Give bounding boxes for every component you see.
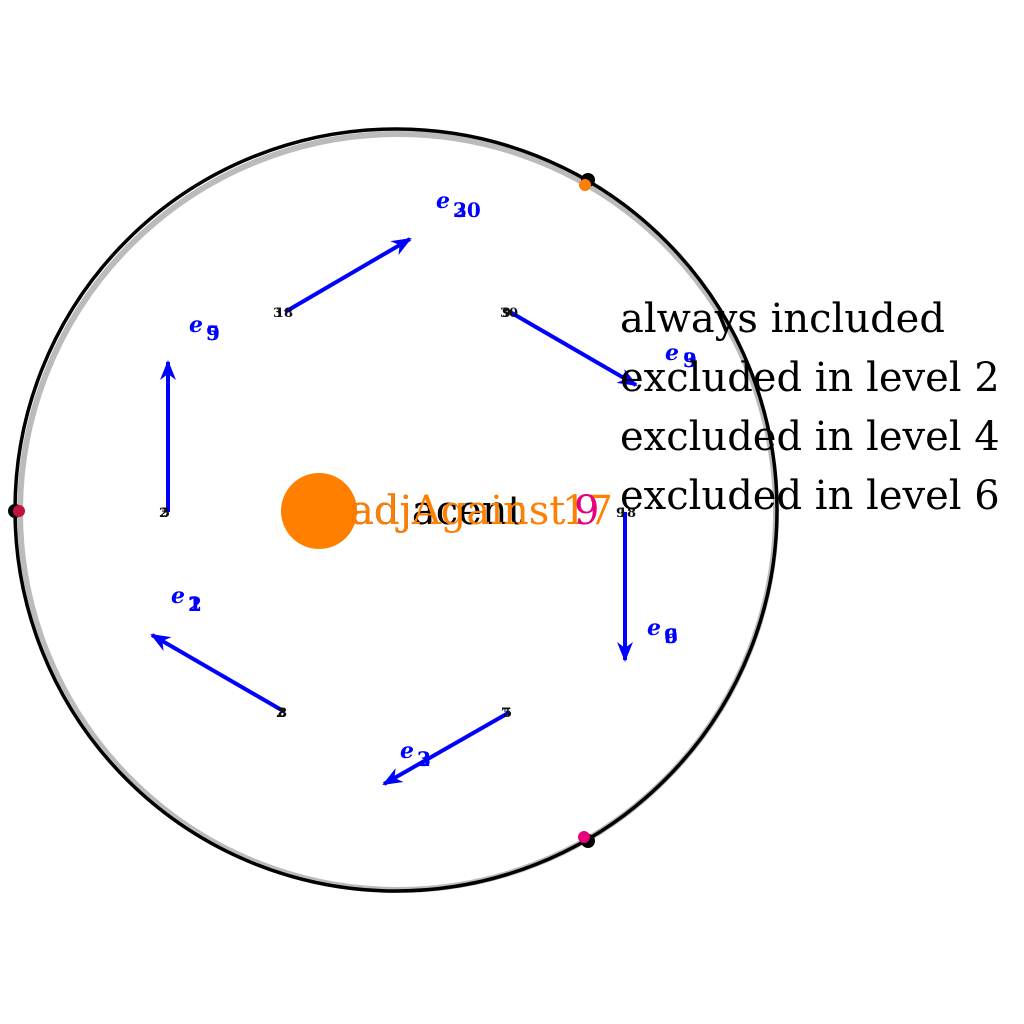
node-label-bottom-left: 2 8 bbox=[276, 706, 287, 721]
svg-text:3: 3 bbox=[273, 306, 282, 321]
edge-label-right: e 6 9 bbox=[647, 615, 678, 648]
svg-text:9: 9 bbox=[502, 306, 511, 321]
svg-text:2: 2 bbox=[188, 592, 202, 616]
center-label-number-pink: 9 bbox=[574, 488, 599, 534]
legend-item-excluded-level-6: excluded in level 6 bbox=[620, 473, 1000, 519]
svg-text:2: 2 bbox=[159, 506, 168, 521]
edge-label-top: e 3 20 bbox=[436, 188, 481, 222]
svg-text:3: 3 bbox=[683, 348, 697, 372]
svg-text:6: 6 bbox=[664, 624, 678, 648]
edge-label-bottom-left: e 1 2 bbox=[171, 583, 202, 616]
perimeter-marker-top-orange bbox=[579, 179, 591, 191]
center-label-adjagainst: adjAgainst bbox=[350, 488, 565, 534]
edge-arrow-bottom-left bbox=[150, 633, 287, 714]
edge-arrow-bottom-right bbox=[382, 710, 511, 786]
svg-text:18: 18 bbox=[275, 306, 293, 321]
svg-text:e: e bbox=[189, 312, 203, 338]
svg-text:9: 9 bbox=[206, 321, 220, 345]
perimeter-marker-left-crimson bbox=[13, 505, 25, 517]
svg-text:9: 9 bbox=[664, 624, 678, 648]
node-label-right: 9 18 bbox=[616, 506, 636, 521]
edge-label-top-right: e 3 9 bbox=[665, 340, 697, 372]
node-label-bottom-right: 7 5 bbox=[501, 706, 512, 721]
svg-text:20: 20 bbox=[453, 198, 481, 222]
node-label-left: 2 5 bbox=[159, 506, 170, 521]
center-node bbox=[281, 473, 357, 549]
perimeter-marker-bottom-pink bbox=[578, 831, 590, 843]
svg-text:e: e bbox=[436, 188, 450, 214]
node-label-top-left: 3 18 bbox=[273, 306, 293, 321]
center-label-number-orange: 17 bbox=[562, 488, 613, 534]
svg-text:1: 1 bbox=[188, 592, 202, 616]
svg-text:7: 7 bbox=[501, 706, 510, 721]
svg-text:18: 18 bbox=[618, 506, 636, 521]
svg-text:3: 3 bbox=[417, 747, 431, 771]
legend: always included excluded in level 2 excl… bbox=[620, 296, 1000, 519]
edge-label-bottom-right: e 2 3 bbox=[400, 738, 431, 771]
svg-text:5: 5 bbox=[206, 321, 220, 345]
legend-item-always-included: always included bbox=[620, 296, 945, 342]
edge-arrow-top bbox=[283, 237, 412, 314]
center-label-adjacent: adjacent bbox=[350, 488, 524, 534]
edge-label-left: e 9 5 bbox=[189, 312, 220, 345]
svg-text:30: 30 bbox=[500, 306, 518, 321]
svg-text:e: e bbox=[171, 583, 185, 609]
svg-text:3: 3 bbox=[453, 198, 467, 222]
legend-item-excluded-level-2: excluded in level 2 bbox=[620, 355, 1000, 401]
svg-text:5: 5 bbox=[161, 506, 170, 521]
svg-text:9: 9 bbox=[683, 348, 697, 372]
svg-text:2: 2 bbox=[276, 706, 285, 721]
svg-text:e: e bbox=[665, 340, 679, 366]
svg-text:e: e bbox=[647, 615, 661, 641]
svg-text:8: 8 bbox=[278, 706, 287, 721]
edge-arrow-top-right bbox=[508, 310, 638, 387]
svg-text:2: 2 bbox=[417, 747, 431, 771]
node-label-top-right: 30 9 bbox=[500, 306, 518, 321]
svg-text:9: 9 bbox=[616, 506, 625, 521]
svg-text:5: 5 bbox=[503, 706, 512, 721]
svg-text:e: e bbox=[400, 738, 414, 764]
legend-item-excluded-level-4: excluded in level 4 bbox=[620, 414, 1000, 460]
